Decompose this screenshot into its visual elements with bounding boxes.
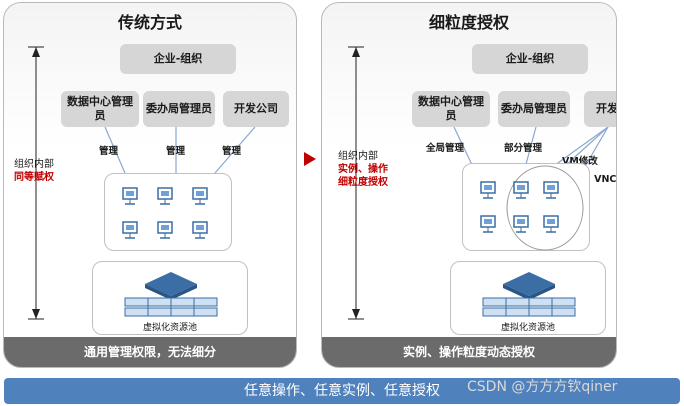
monitor-icon	[543, 215, 559, 233]
panel-footer: 通用管理权限，无法细分	[4, 337, 296, 367]
vm-grid	[122, 187, 208, 239]
vm-area	[462, 163, 590, 251]
side-line-2: 同等赋权	[14, 172, 54, 183]
panel-footer: 实例、操作粒度动态授权	[322, 337, 616, 367]
monitor-icon	[192, 187, 208, 205]
org-box: 企业-组织	[472, 44, 588, 74]
permission-label: VM修改	[562, 156, 598, 167]
permission-label: VM VNC登录	[574, 174, 617, 185]
pool-label: 虚拟化资源池	[500, 323, 555, 333]
storage-icon	[124, 272, 218, 317]
monitor-icon	[122, 221, 138, 239]
admin-bureau: 委办局管理员	[143, 91, 215, 127]
storage-icon	[482, 272, 576, 317]
connector-lines	[28, 46, 256, 320]
side-text: 组织内部 实例、操作 细粒度授权	[338, 150, 388, 189]
transition-arrow-icon	[304, 152, 316, 166]
admin-developer: 开发公司	[223, 91, 289, 127]
admin-datacenter: 数据中心管理员	[61, 91, 139, 127]
admin-datacenter: 数据中心管理员	[412, 91, 490, 127]
monitor-icon	[543, 181, 559, 199]
monitor-icon	[157, 187, 173, 205]
side-line-1: 组织内部	[338, 151, 378, 162]
monitor-icon	[480, 181, 496, 199]
monitor-icon	[480, 215, 496, 233]
admin-bureau: 委办局管理员	[498, 91, 570, 127]
manage-label: 管理	[99, 146, 119, 157]
side-line-3: 细粒度授权	[338, 177, 388, 188]
monitor-icon	[157, 221, 173, 239]
admin-developer: 开发公司	[584, 91, 616, 127]
fine-grained-panel: 细粒度授权 企业-组织 数据中心管理员 委办局管理员 开发公司 全局管理 部分管…	[321, 2, 617, 368]
resource-pool: 虚拟化资源池	[450, 261, 606, 335]
permission-label: 全局管理	[426, 143, 465, 154]
vm-selection-ellipse	[506, 165, 584, 251]
side-line-2: 实例、操作	[338, 164, 388, 175]
panel-title: 传统方式	[117, 13, 182, 32]
manage-label: 管理	[166, 146, 186, 157]
vm-area	[104, 173, 232, 251]
monitor-icon	[513, 215, 529, 233]
side-text: 组织内部 同等赋权	[14, 158, 54, 184]
pool-label: 虚拟化资源池	[142, 323, 197, 333]
panel-title: 细粒度授权	[428, 13, 509, 32]
monitor-icon	[122, 187, 138, 205]
monitor-icon	[192, 221, 208, 239]
org-box: 企业-组织	[120, 44, 236, 74]
side-line-1: 组织内部	[14, 159, 54, 170]
traditional-panel: 传统方式 企业-组织 数据中心管理员 委办局管理员 开发公司 管理 管理 管理 …	[3, 2, 297, 368]
monitor-icon	[513, 181, 529, 199]
permission-label: 部分管理	[504, 143, 543, 154]
vm-grid	[480, 165, 584, 251]
manage-label: 管理	[222, 146, 242, 157]
summary-bar: 任意操作、任意实例、任意授权	[4, 378, 680, 404]
resource-pool: 虚拟化资源池	[92, 261, 248, 335]
watermark: CSDN @方方方钦qiner	[467, 379, 618, 395]
